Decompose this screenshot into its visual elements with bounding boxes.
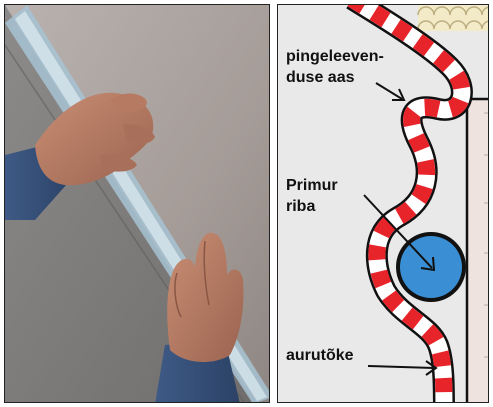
label-tension-loop-line1: pingeleeven- (286, 46, 384, 67)
installation-photo (4, 4, 270, 403)
insulation-shape (418, 5, 489, 31)
label-tension-loop: pingeleeven- duse aas (286, 46, 384, 88)
label-vapor-barrier: aurutõke (286, 345, 354, 366)
label-tension-loop-line2: duse aas (286, 67, 384, 88)
cross-section-diagram: pingeleeven- duse aas Primur riba aurutõ… (277, 4, 489, 403)
hands-applying-tape-photo (5, 5, 270, 403)
arrow-vapor-barrier (368, 366, 434, 368)
label-primer-strip-line1: Primur (286, 175, 338, 196)
label-primer-strip: Primur riba (286, 175, 338, 217)
wall-section (467, 99, 489, 403)
label-primer-strip-line2: riba (286, 196, 338, 217)
